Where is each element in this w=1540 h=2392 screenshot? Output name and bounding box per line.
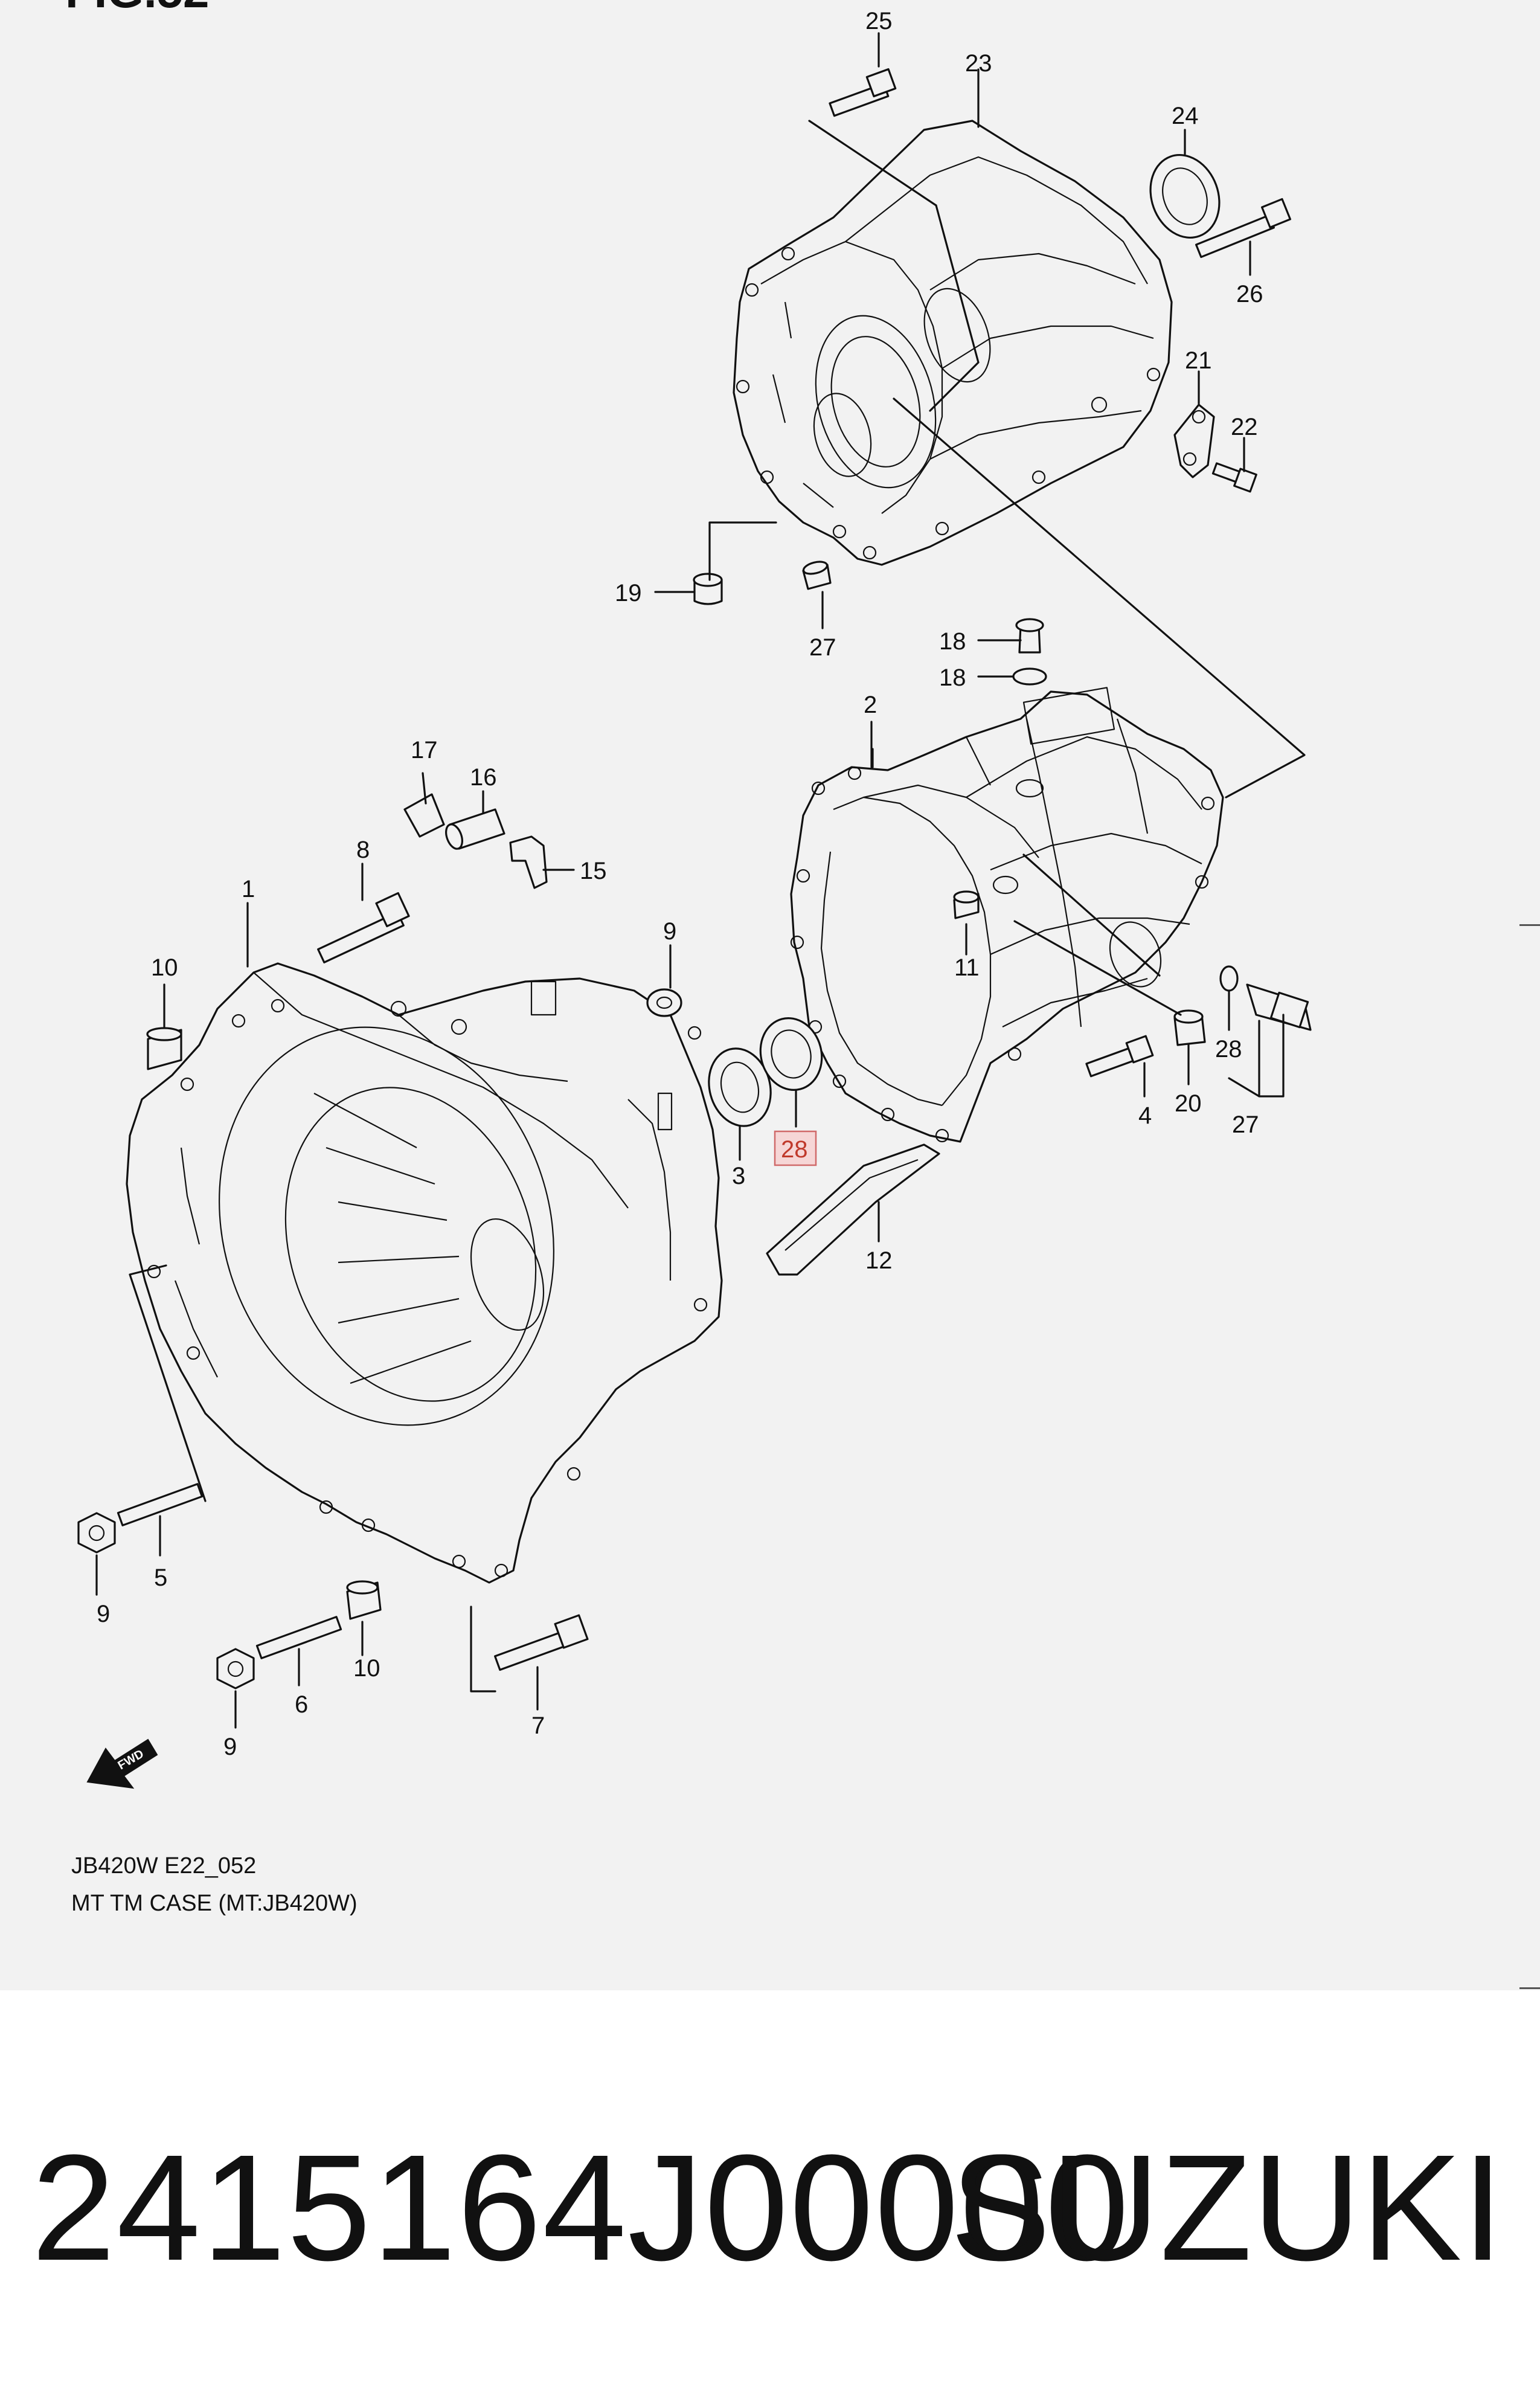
callout-20: 22 bbox=[1231, 414, 1258, 440]
callout-19: 21 bbox=[1185, 347, 1212, 374]
bolt-part-8 bbox=[317, 892, 410, 963]
washer-part-9-upper bbox=[646, 988, 682, 1017]
callout-9-lower: 9 bbox=[223, 1734, 237, 1760]
bolt-part-7 bbox=[494, 1614, 589, 1671]
ring-part-28 bbox=[759, 1017, 823, 1091]
nut-part-9-left bbox=[77, 1512, 116, 1554]
callout-27: 28 bbox=[1215, 1036, 1242, 1063]
callout-11: 11 bbox=[954, 954, 980, 981]
transmission-case-part-2 bbox=[790, 687, 1224, 1143]
plug-part-18-lower bbox=[1173, 1009, 1206, 1046]
elbow-pipe-part-13 bbox=[509, 835, 548, 889]
callout-15: 17 bbox=[411, 737, 438, 764]
callout-23: 25 bbox=[865, 8, 893, 34]
callout-14: 16 bbox=[470, 764, 497, 791]
exploded-view-drawing: 25 23 24 26 21 22 19 27 18 18 2 17 16 15… bbox=[77, 8, 1312, 1789]
leader-lines bbox=[95, 32, 1306, 1729]
callout-9-upper: 9 bbox=[663, 918, 676, 945]
callout-16: 18 bbox=[939, 628, 966, 655]
gasket-part-17 bbox=[1012, 667, 1047, 686]
callout-8: 8 bbox=[356, 837, 370, 863]
callout-1: 1 bbox=[242, 876, 255, 902]
callout-3: 3 bbox=[732, 1163, 745, 1189]
dowel-part-10-upper bbox=[146, 1027, 182, 1070]
oil-seal-part-3 bbox=[708, 1047, 772, 1127]
bolt-part-23 bbox=[829, 68, 897, 117]
dowel-pin-part-25 bbox=[802, 561, 832, 590]
callout-7: 7 bbox=[531, 1712, 545, 1739]
bolt-part-24 bbox=[1195, 198, 1292, 259]
callout-labels: 25 23 24 26 21 22 19 27 18 18 2 17 16 15… bbox=[97, 8, 1263, 1760]
callout-17: 18 bbox=[939, 664, 966, 691]
nut-part-9-lower bbox=[216, 1648, 255, 1690]
bracket-part-19 bbox=[1173, 403, 1215, 478]
callout-18-upper: 19 bbox=[615, 580, 642, 606]
stud-part-5 bbox=[117, 1483, 204, 1526]
callout-22: 24 bbox=[1172, 103, 1199, 129]
diagram-reference-code: JB420W E22_052 bbox=[71, 1853, 257, 1879]
bolt-part-4 bbox=[1085, 1035, 1154, 1078]
guide-plate-part-12 bbox=[766, 1143, 940, 1276]
diagram-title: MT TM CASE (MT:JB420W) bbox=[71, 1891, 358, 1916]
dowel-part-10-lower bbox=[346, 1580, 382, 1620]
callout-10-upper: 10 bbox=[151, 954, 178, 981]
callout-10-lower: 10 bbox=[353, 1655, 380, 1682]
brand-name: SUZUKI bbox=[950, 2123, 1504, 2292]
figure-header: FIG.52 bbox=[65, 0, 209, 19]
parts-diagram-sheet: FIG.52 bbox=[0, 0, 1540, 1990]
callout-13: 15 bbox=[580, 858, 607, 884]
switch-part-26 bbox=[1246, 983, 1312, 1031]
callout-4: 4 bbox=[1138, 1102, 1152, 1129]
edge-mark bbox=[1519, 924, 1540, 926]
plug-part-16 bbox=[1015, 618, 1044, 654]
callout-12: 12 bbox=[865, 1247, 893, 1274]
vent-cap-part-15 bbox=[403, 793, 445, 838]
bolt-part-20 bbox=[1211, 462, 1257, 493]
svg-text:28: 28 bbox=[781, 1136, 808, 1163]
stud-part-6 bbox=[255, 1616, 342, 1659]
oil-seal-part-22 bbox=[1149, 153, 1221, 239]
callout-18-lower: 20 bbox=[1175, 1090, 1202, 1117]
plug-part-18-upper bbox=[693, 573, 723, 605]
edge-mark bbox=[1519, 1987, 1540, 1989]
clutch-housing-part-1 bbox=[126, 962, 723, 1584]
callout-5: 5 bbox=[154, 1564, 167, 1591]
callout-25: 27 bbox=[809, 634, 836, 661]
highlighted-callout-28: 28 bbox=[774, 1130, 817, 1166]
rear-case-part-21 bbox=[733, 120, 1173, 566]
hose-part-14 bbox=[445, 808, 505, 850]
callout-2: 2 bbox=[864, 692, 877, 718]
callout-6: 6 bbox=[295, 1691, 308, 1718]
callout-21: 23 bbox=[965, 50, 992, 77]
callout-24: 26 bbox=[1236, 281, 1263, 307]
o-ring-part-27 bbox=[1219, 965, 1239, 992]
part-number: 2415164J00000 bbox=[31, 2123, 1131, 2292]
fwd-direction-arrow: FWD bbox=[86, 1738, 158, 1789]
callout-26: 27 bbox=[1232, 1111, 1259, 1138]
callout-9-left: 9 bbox=[97, 1601, 110, 1627]
dowel-part-11 bbox=[953, 890, 980, 919]
